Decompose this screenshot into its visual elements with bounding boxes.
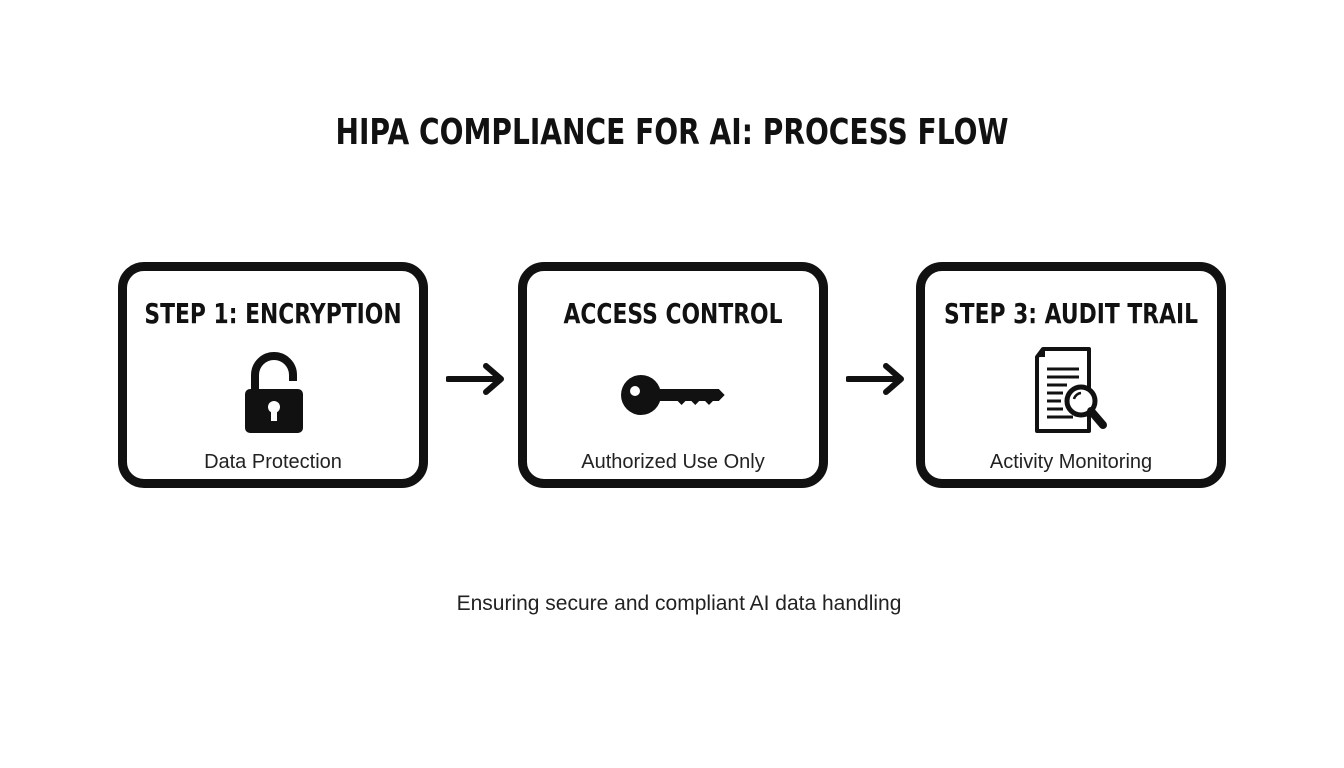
arrow-right-icon xyxy=(446,363,504,395)
step-card-encryption: STEP 1: ENCRYPTION Data Protection xyxy=(118,262,428,488)
step-title: ACCESS CONTROL xyxy=(563,297,783,330)
footer-caption: Ensuring secure and compliant AI data ha… xyxy=(456,592,902,615)
document-search-icon xyxy=(1035,347,1107,433)
step-subtitle: Activity Monitoring xyxy=(989,451,1153,473)
arrow-right-icon xyxy=(846,363,904,395)
step-card-audit-trail: STEP 3: AUDIT TRAIL Activity Monitoring xyxy=(916,262,1226,488)
step-card-access-control: ACCESS CONTROL Authorized Use Only xyxy=(518,262,828,488)
step-subtitle: Authorized Use Only xyxy=(581,451,765,473)
step-subtitle: Data Protection xyxy=(204,451,342,473)
step-title: STEP 3: AUDIT TRAIL xyxy=(943,297,1199,330)
key-icon xyxy=(621,375,725,415)
step-title: STEP 1: ENCRYPTION xyxy=(144,297,402,330)
diagram-title: HIPA COMPLIANCE FOR AI: PROCESS FLOW xyxy=(335,112,1009,153)
padlock-icon xyxy=(245,352,303,433)
